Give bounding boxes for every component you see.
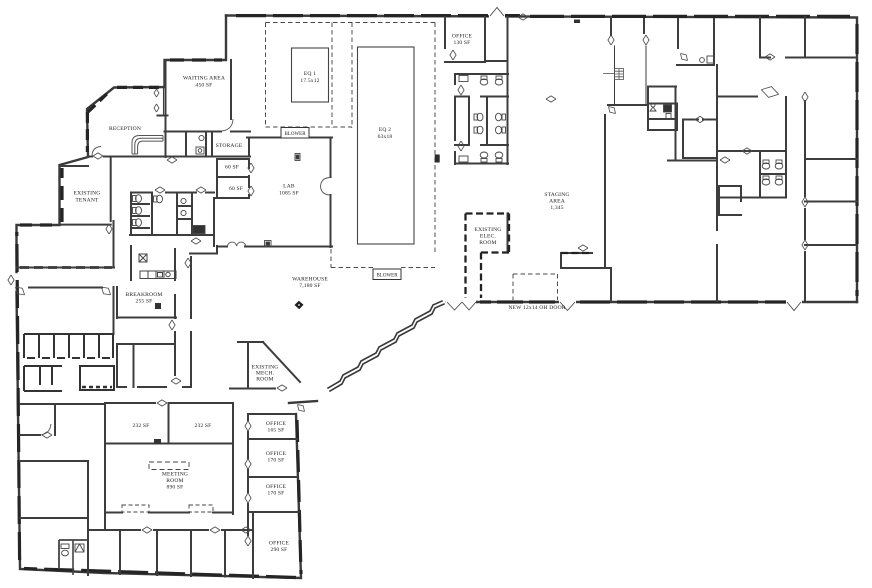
svg-text:170 SF: 170 SF [268, 491, 285, 497]
svg-text:WAITING AREA: WAITING AREA [183, 76, 225, 82]
svg-text:232 SF: 232 SF [133, 423, 150, 429]
svg-text:255 SF: 255 SF [136, 299, 153, 305]
svg-text:890 SF: 890 SF [167, 485, 184, 491]
svg-text:232 SF: 232 SF [195, 423, 212, 429]
svg-text:ROOM: ROOM [166, 478, 183, 484]
svg-text:1085 SF: 1085 SF [279, 191, 299, 197]
svg-text:BLOWER: BLOWER [376, 274, 398, 279]
svg-text:STORAGE: STORAGE [216, 143, 243, 149]
svg-text:EQ 1: EQ 1 [304, 71, 316, 77]
svg-text:WAREHOUSE: WAREHOUSE [292, 277, 328, 283]
svg-text:OFFICE: OFFICE [266, 451, 287, 457]
svg-text:ROOM: ROOM [479, 240, 496, 246]
svg-text:NEW 12x14 OH DOOR: NEW 12x14 OH DOOR [508, 305, 565, 311]
svg-text:60 SF: 60 SF [225, 165, 239, 171]
svg-text:290 SF: 290 SF [271, 547, 288, 553]
svg-text:AREA: AREA [549, 199, 565, 205]
svg-text:7,180 SF: 7,180 SF [299, 283, 320, 289]
svg-text:60 SF: 60 SF [229, 186, 243, 192]
svg-text:BLOWER: BLOWER [284, 132, 306, 137]
svg-text:63x18: 63x18 [378, 134, 393, 140]
svg-text:TENANT: TENANT [75, 198, 99, 204]
svg-text:OFFICE: OFFICE [269, 541, 290, 547]
svg-text:OFFICE: OFFICE [266, 421, 287, 427]
svg-text:OFFICE: OFFICE [266, 484, 287, 490]
svg-text:17.5x12: 17.5x12 [300, 78, 319, 84]
svg-text:OFFICE: OFFICE [452, 34, 473, 40]
svg-text:170 SF: 170 SF [268, 458, 285, 464]
svg-text:450 SF: 450 SF [196, 83, 213, 89]
svg-text:MECH.: MECH. [256, 371, 275, 377]
svg-text:130 SF: 130 SF [454, 40, 471, 46]
svg-text:EQ 2: EQ 2 [379, 127, 391, 133]
svg-text:MEETING: MEETING [162, 472, 188, 478]
svg-text:BREAKROOM: BREAKROOM [125, 292, 162, 298]
svg-text:EXISTING: EXISTING [74, 191, 101, 197]
svg-text:LAB: LAB [283, 184, 295, 190]
svg-text:EXISTING: EXISTING [252, 365, 279, 371]
svg-text:EXISTING: EXISTING [475, 227, 502, 233]
svg-text:ELEC.: ELEC. [480, 234, 497, 240]
svg-text:RECEPTION: RECEPTION [109, 126, 141, 132]
svg-text:ROOM: ROOM [256, 377, 273, 383]
svg-text:1,345: 1,345 [550, 205, 563, 211]
svg-text:STAGING: STAGING [544, 192, 569, 198]
svg-text:165 SF: 165 SF [268, 428, 285, 434]
